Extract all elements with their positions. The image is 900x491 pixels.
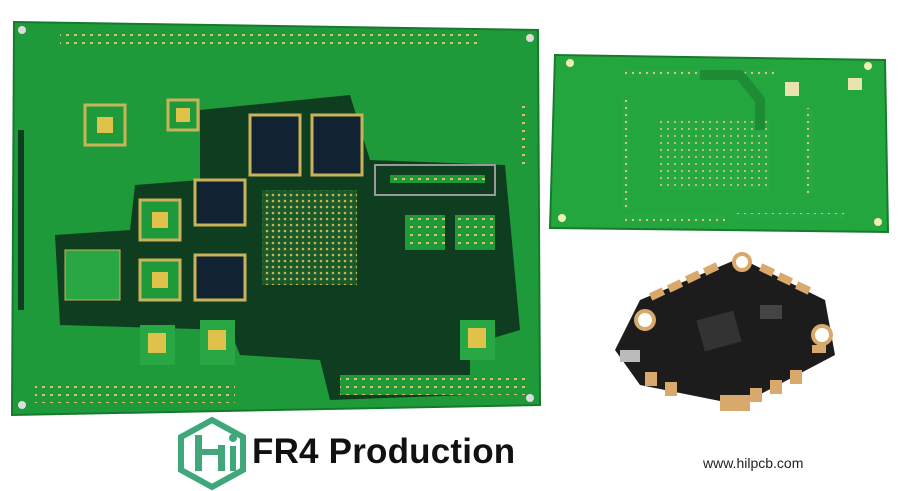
hilpcb-logo xyxy=(178,416,246,491)
flight-controller-board xyxy=(615,252,835,411)
large-pcb xyxy=(10,20,542,417)
website-url: www.hilpcb.com xyxy=(703,455,804,471)
page-title: FR4 Production xyxy=(252,432,516,471)
small-green-pcb xyxy=(548,53,890,234)
